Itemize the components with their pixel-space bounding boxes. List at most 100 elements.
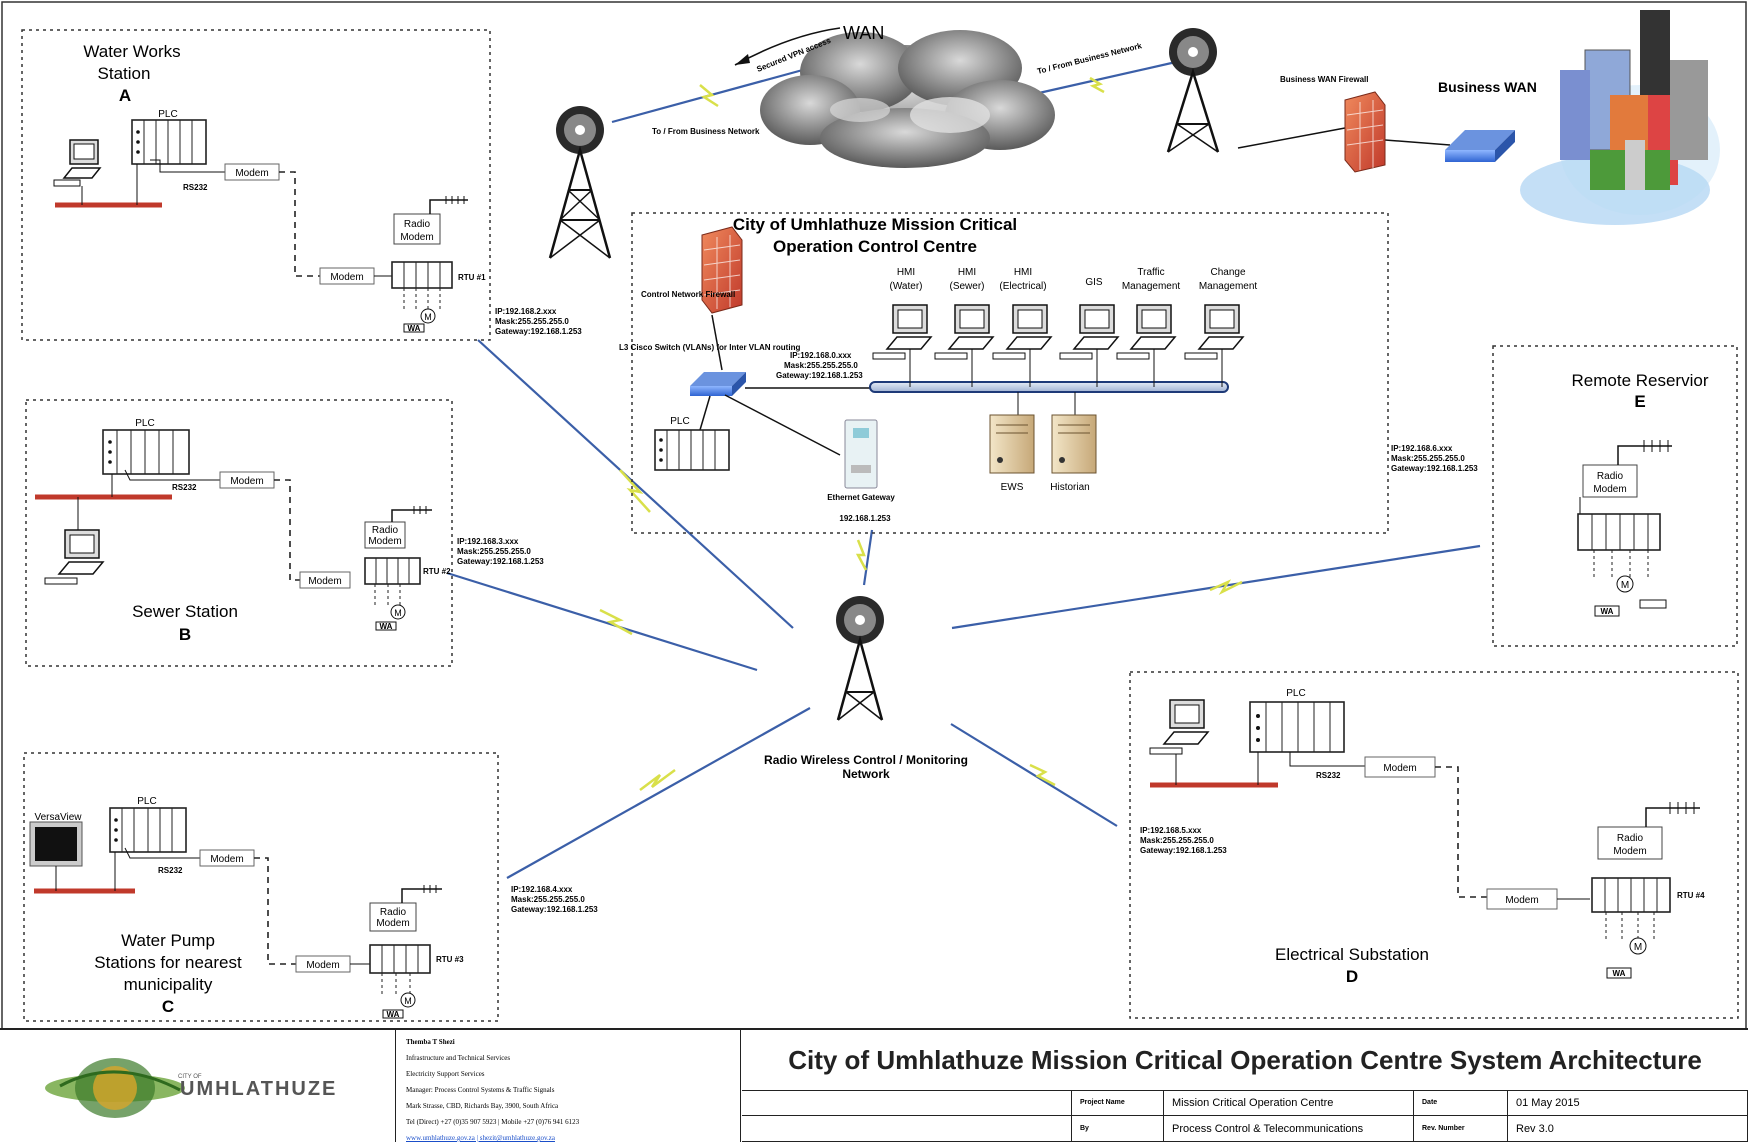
svg-text:M: M: [404, 996, 412, 1006]
svg-text:(Water): (Water): [890, 281, 923, 292]
computer-icon: [1116, 304, 1177, 387]
plc-icon: [131, 119, 207, 165]
computer-icon: [1184, 304, 1245, 387]
motor-icon: [1629, 937, 1647, 955]
station-b-modem-2: Modem: [308, 576, 341, 587]
to-from-right: To / From Business Network: [1036, 41, 1143, 76]
antenna-tower-icon: [548, 106, 612, 259]
svg-text:Traffic: Traffic: [1137, 267, 1164, 278]
station-b-modem-1: Modem: [230, 476, 263, 487]
rev-key: Rev. Number: [1414, 1116, 1508, 1142]
meta-blank: [742, 1116, 1072, 1142]
ip-d-ip: IP:192.168.5.xxx: [1140, 826, 1202, 835]
control-firewall-label: Control Network Firewall: [641, 290, 735, 299]
station-a-title-2: Station: [98, 64, 151, 83]
wan-cloud: [760, 30, 1055, 168]
rtu-icon: [369, 944, 431, 974]
logo-prefix: CITY OF: [178, 1074, 202, 1080]
station-c-box: [23, 752, 499, 1022]
umhlathuze-logo-icon: [45, 1058, 185, 1118]
svg-text:(Electrical): (Electrical): [999, 281, 1046, 292]
antenna-tower-icon: [1166, 28, 1220, 153]
station-d-radio: Radio: [1617, 833, 1644, 844]
station-c-letter: C: [162, 997, 174, 1016]
station-a-radio-modem: Modem: [400, 232, 433, 243]
ethernet-gateway-label: Ethernet Gateway: [827, 493, 895, 502]
info-phone: Tel (Direct) +27 (0)35 907 5923 | Mobile…: [406, 1118, 580, 1126]
server-icon: [989, 414, 1035, 474]
radio-modem-box: [1582, 464, 1638, 498]
svg-text:HMI: HMI: [958, 267, 976, 278]
station-c-wa: WA: [387, 1010, 400, 1019]
project-name-key: Project Name: [1072, 1090, 1164, 1116]
server-historian: Historian: [1050, 482, 1089, 493]
svg-text:Management: Management: [1122, 281, 1181, 292]
station-d-title: Electrical Substation: [1275, 945, 1429, 964]
station-a-plc-label: PLC: [158, 109, 177, 120]
ip-d-mask: Mask:255.255.255.0: [1140, 836, 1214, 845]
ip-c-mask: Mask:255.255.255.0: [511, 895, 585, 904]
info-unit: Electricity Support Services: [406, 1070, 485, 1078]
station-d-wa: WA: [1613, 969, 1626, 978]
station-c-title-1: Water Pump: [121, 931, 215, 950]
svg-text:M: M: [1621, 580, 1629, 591]
svg-text:(Sewer): (Sewer): [949, 281, 984, 292]
computer-icon: [1149, 699, 1210, 755]
motor-icon: [420, 308, 436, 324]
ip-c-ip: IP:192.168.4.xxx: [511, 885, 573, 894]
station-c-hmi-label: VersaView: [34, 812, 82, 823]
station-a-modem-2: Modem: [330, 272, 363, 283]
station-d-modem-1: Modem: [1383, 763, 1416, 774]
plc-icon: [1249, 701, 1345, 753]
ip-b-ip: IP:192.168.3.xxx: [457, 537, 519, 546]
info-link[interactable]: www.umhlathuze.gov.za | shezit@umhlathuz…: [406, 1134, 555, 1142]
firewall-icon: [1344, 91, 1386, 173]
station-e-wa: WA: [1601, 607, 1614, 616]
title-block: CITY OF UMHLATHUZE Themba T Shezi Infras…: [0, 1028, 1748, 1142]
radio-modem-box: [393, 213, 441, 245]
control-centre-title-1: City of Umhlathuze Mission Critical: [733, 215, 1017, 234]
svg-text:HMI: HMI: [1014, 267, 1032, 278]
station-e-title: Remote Reservior: [1572, 371, 1709, 390]
ip-b-gateway: Gateway:192.168.1.253: [457, 557, 544, 566]
rtu-icon: [1591, 877, 1671, 913]
city-buildings-icon: [1520, 10, 1720, 225]
vpn-arrowhead: [735, 54, 750, 65]
station-d-rtu: RTU #4: [1677, 891, 1705, 900]
station-c-modem-2: Modem: [306, 960, 339, 971]
computer-icon: [44, 529, 105, 585]
station-b-radio: Radio: [372, 525, 399, 536]
business-wan-label: Business WAN: [1438, 79, 1537, 95]
computer-icon: [53, 139, 102, 187]
station-e-box: [1492, 345, 1738, 647]
svg-text:Management: Management: [1199, 281, 1258, 292]
workstation-labels: HMI (Water) HMI (Sewer) HMI (Electrical)…: [890, 267, 1258, 292]
radio-modem-box: [1597, 826, 1663, 860]
station-e-radio-modem: Modem: [1593, 484, 1626, 495]
antenna-icon: [1645, 807, 1700, 827]
ip-a-ip: IP:192.168.2.xxx: [495, 307, 557, 316]
rev-value: Rev 3.0: [1508, 1116, 1748, 1142]
station-c-radio-modem: Modem: [376, 918, 409, 929]
control-plc-label: PLC: [670, 416, 689, 427]
plc-icon: [102, 429, 190, 475]
station-a-wa: WA: [408, 324, 421, 333]
svg-text:HMI: HMI: [897, 267, 915, 278]
motor-icon: [400, 992, 416, 1008]
ethernet-gateway-icon: [844, 419, 878, 489]
network-switch-icon: [690, 372, 746, 396]
info-address: Mark Strasse, CBD, Richards Bay, 3900, S…: [406, 1102, 559, 1110]
svg-text:M: M: [394, 608, 402, 618]
by-value: Process Control & Telecommunications: [1164, 1116, 1414, 1142]
modem-box: [299, 571, 351, 589]
station-b-wa: WA: [380, 622, 393, 631]
business-firewall-label: Business WAN Firewall: [1280, 75, 1368, 84]
drawing-title: City of Umhlathuze Mission Critical Oper…: [742, 1030, 1748, 1091]
station-a-box: [21, 29, 491, 341]
station-c-rs232: RS232: [158, 866, 183, 875]
firewall-icon: [701, 226, 743, 314]
station-b-letter: B: [179, 625, 191, 644]
antenna-tower-icon: [836, 596, 884, 721]
computer-icon: [934, 304, 995, 387]
